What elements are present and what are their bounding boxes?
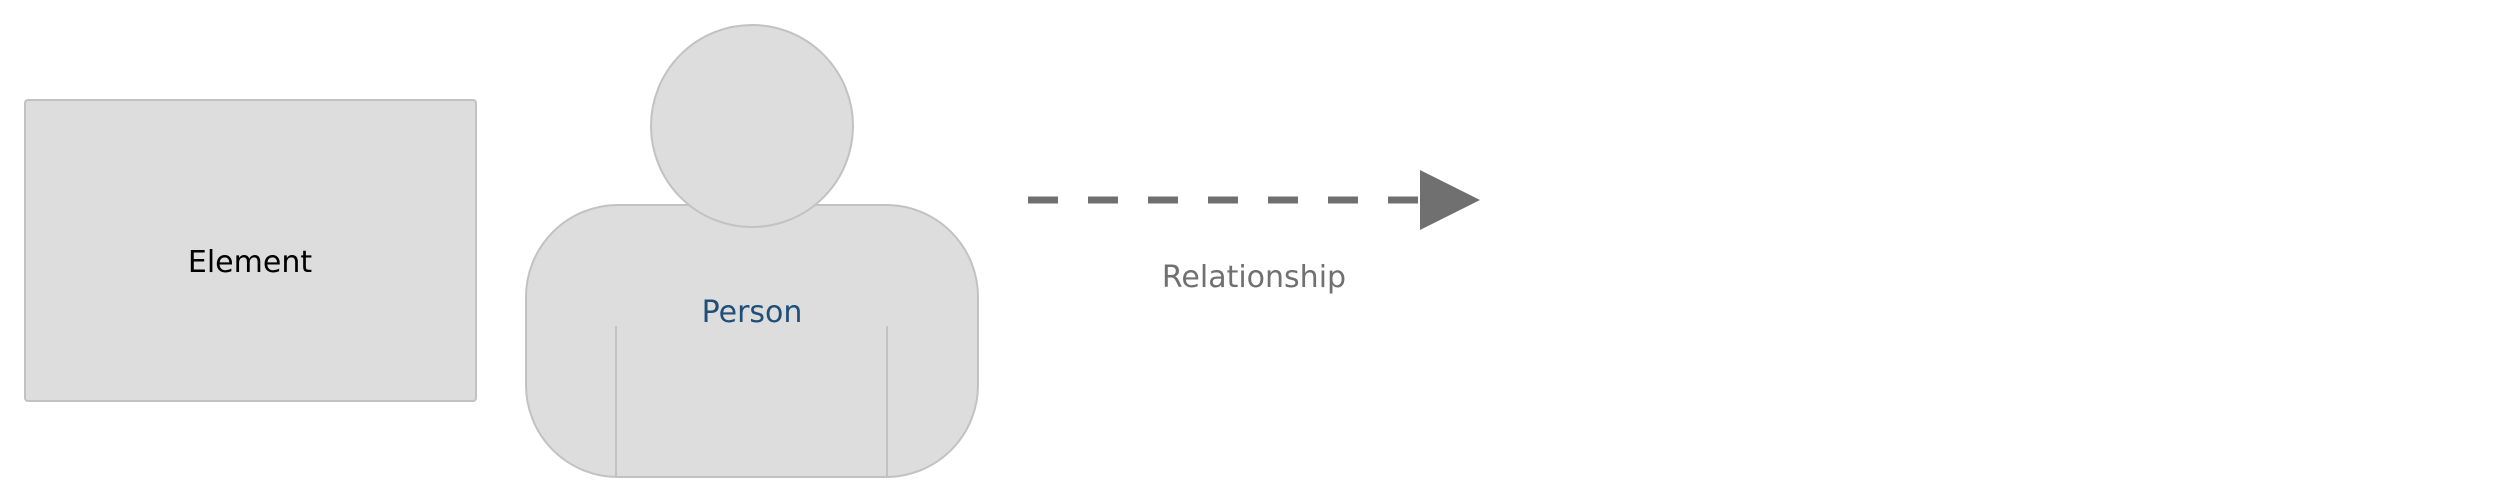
person-head [650, 24, 854, 228]
element-box [24, 99, 477, 402]
element-label: Element [188, 245, 312, 280]
person-body [525, 204, 979, 478]
person-node[interactable]: Person [525, 24, 979, 478]
element-node[interactable]: Element [24, 99, 477, 402]
relationship-edge[interactable]: Relationship [1028, 170, 1480, 295]
person-label: Person [702, 295, 803, 330]
relationship-label: Relationship [1162, 260, 1346, 295]
relationship-arrowhead [1420, 170, 1480, 230]
